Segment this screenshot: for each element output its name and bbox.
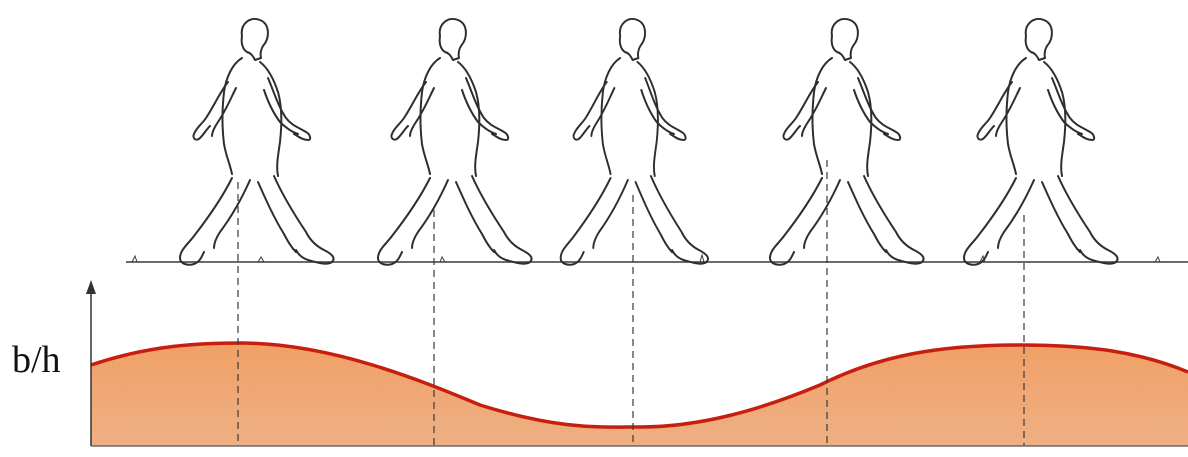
walker-figures [180,19,1118,265]
y-axis-label: b/h [12,338,61,382]
walker-1 [180,19,334,265]
walker-4 [770,19,924,265]
y-axis-arrow [86,280,96,294]
walker-2 [378,19,532,265]
ground-tufts [132,255,1160,262]
height-area-fill [91,343,1188,446]
walker-3 [561,19,708,265]
walker-5 [964,19,1118,265]
